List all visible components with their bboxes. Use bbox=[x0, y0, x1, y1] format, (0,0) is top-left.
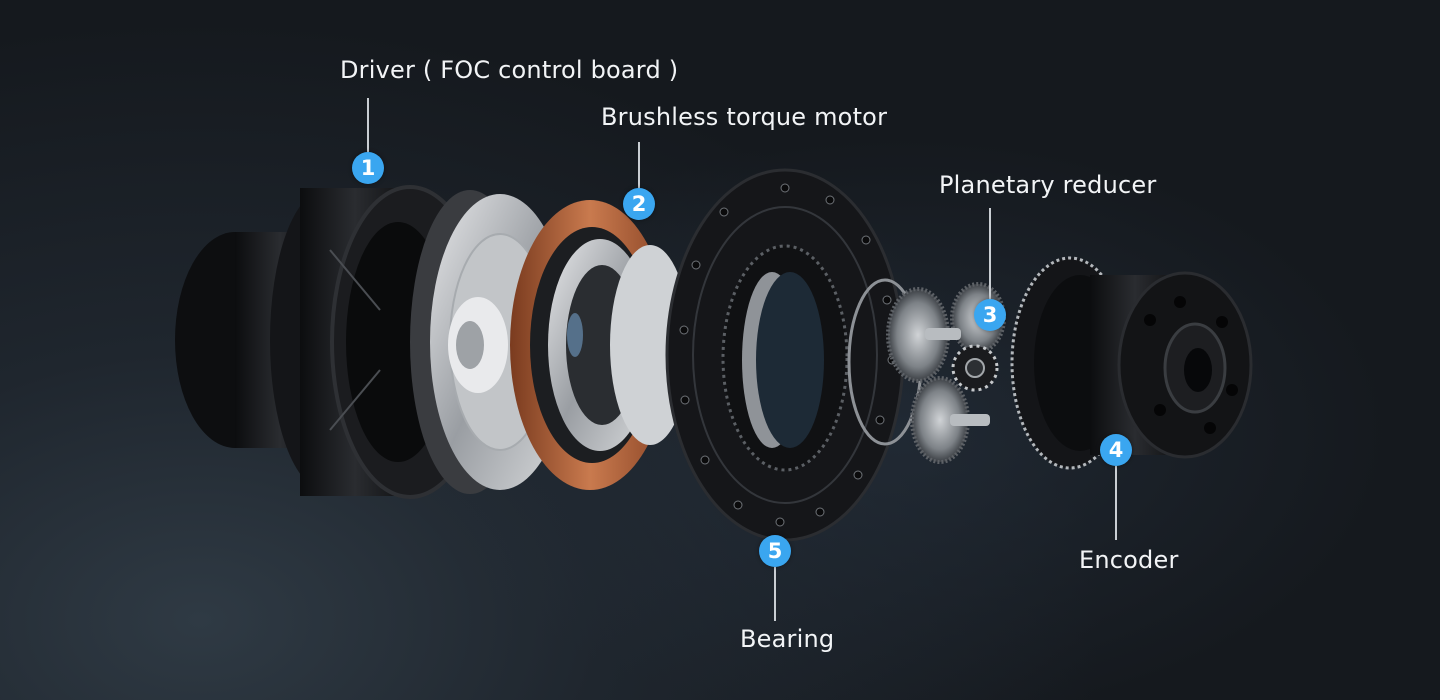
callout-label-motor: Brushless torque motor bbox=[601, 103, 888, 131]
encoder-assembly bbox=[1010, 256, 1253, 470]
callout-badge-1: 1 bbox=[352, 152, 384, 184]
callout-label-reducer: Planetary reducer bbox=[939, 171, 1157, 199]
callout-badge-3: 3 bbox=[974, 299, 1006, 331]
leader-line-motor bbox=[638, 142, 640, 190]
callout-label-encoder: Encoder bbox=[1079, 546, 1179, 574]
callout-badge-5: 5 bbox=[759, 535, 791, 567]
leader-line-reducer bbox=[989, 208, 991, 300]
callout-badge-4: 4 bbox=[1100, 434, 1132, 466]
bearing-ring bbox=[610, 168, 905, 542]
callout-badge-2: 2 bbox=[623, 188, 655, 220]
callout-label-driver: Driver ( FOC control board ) bbox=[340, 56, 679, 84]
leader-line-encoder bbox=[1115, 466, 1117, 540]
leader-line-bearing bbox=[774, 567, 776, 621]
leader-line-driver bbox=[367, 98, 369, 154]
callout-label-bearing: Bearing bbox=[740, 625, 835, 653]
